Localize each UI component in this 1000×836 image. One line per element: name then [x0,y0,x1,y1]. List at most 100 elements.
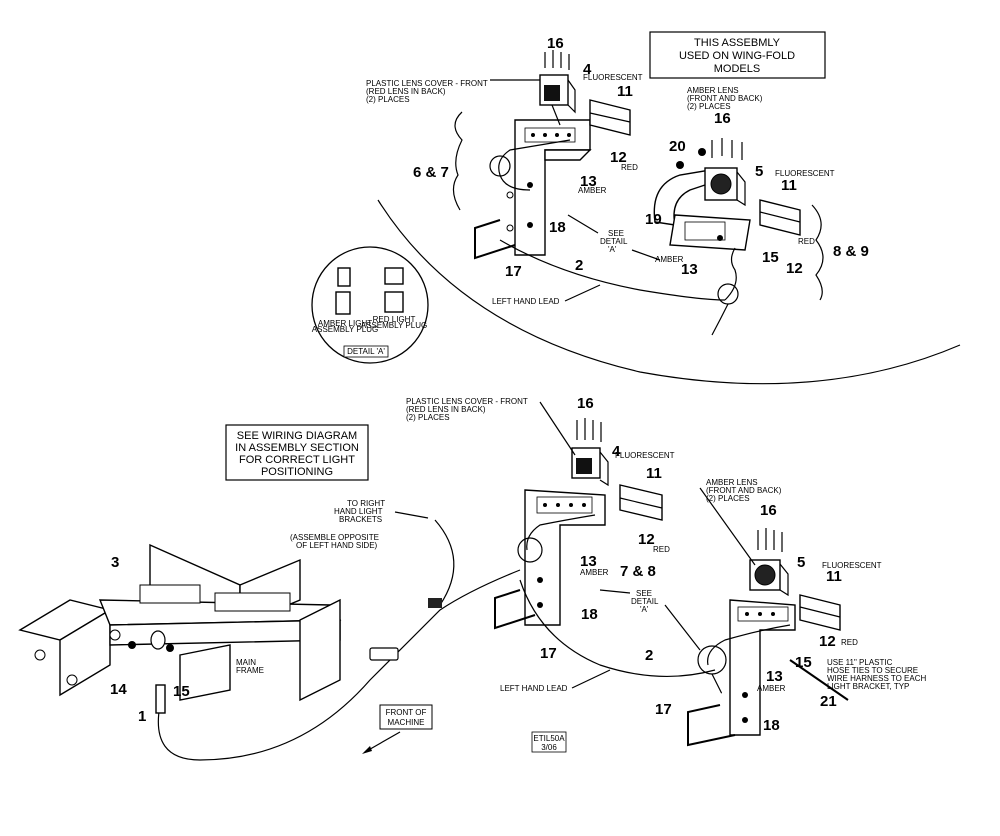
top-red-1: RED [621,163,638,172]
bottom-plastic-lens-line1: PLASTIC LENS COVER - FRONT [406,397,528,406]
hose-ties-line2: HOSE TIES TO SECURE [827,666,918,675]
u-bolt-17-top [474,219,516,260]
bottom-callout-3: 3 [111,554,119,571]
detail-a-callout-top-left [489,155,511,177]
u-bolt-17-bottom-left [494,589,536,630]
bottom-see-detail-1: SEE [636,589,652,598]
top-amber-lens-line2: (FRONT AND BACK) [687,94,763,103]
top-plastic-lens-line1: PLASTIC LENS COVER - FRONT [366,79,488,88]
left-hand-lead-top [499,239,726,301]
wiring-note-line2: IN ASSEMBLY SECTION [235,442,359,454]
bottom-callout-12b: 12 [819,633,836,650]
bottom-callout-18a: 18 [581,606,598,623]
bottom-amber-lens-line2: (FRONT AND BACK) [706,486,782,495]
drawing-id-date: 3/06 [541,743,557,752]
top-callout-13a: 13 [580,173,597,190]
bottom-callout-2: 2 [645,647,653,664]
bottom-harness [155,519,722,761]
top-callout-4: 4 [583,61,592,78]
bottom-left-bracket [494,418,663,630]
top-callout-5: 5 [755,163,763,180]
bottom-callout-11a: 11 [646,465,662,482]
wiring-note: SEE WIRING DIAGRAM IN ASSEMBLY SECTION F… [225,424,369,481]
top-left-hand-lead: LEFT HAND LEAD [492,297,560,306]
leader-left-hand-lead-top [564,284,601,302]
bottom-callout-12a: 12 [638,531,655,548]
detail-a-circle: AMBER LIGHT ASSEMBLY PLUG RED LIGHT ASSE… [311,246,429,364]
red-light-top [539,74,576,126]
bottom-red-2: RED [841,638,858,647]
top-callout-12b: 12 [786,260,803,277]
leader-plastic-lens-bottom [539,401,576,456]
bottom-fluorescent-1: FLUORESCENT [615,451,675,460]
wing-fold-note-line2: USED ON WING-FOLD [679,50,795,62]
to-right-line2: HAND LIGHT [334,507,383,516]
top-callout-19: 19 [645,211,662,228]
top-see-detail-3: 'A' [608,245,617,254]
to-right-line1: TO RIGHT [347,499,385,508]
front-arrow-head [362,746,372,754]
hose-ties-line3: WIRE HARNESS TO EACH [827,674,927,683]
bottom-see-detail-3: 'A' [640,605,649,614]
bottom-amber-2: AMBER [757,684,786,693]
hose-tie-21 [789,659,849,701]
bottom-plastic-lens-line2: (RED LENS IN BACK) [406,405,486,414]
front-note-line1: FRONT OF [386,708,427,717]
top-callout-12a: 12 [610,149,627,166]
amber-light-top [704,167,746,207]
detail-a-callout-top-right [717,283,739,305]
bottom-see-detail-2: DETAIL [631,597,659,606]
detail-amber-plug-line1: AMBER LIGHT [318,319,372,328]
bottom-callout-15b: 15 [173,683,190,700]
top-callout-11b: 11 [781,177,797,194]
bottom-callout-18b: 18 [763,717,780,734]
screws-16-top-right [711,138,743,160]
leader-to-right [394,511,429,519]
to-right-line5: OF LEFT HAND SIDE) [296,541,378,550]
wing-fold-note: THIS ASSEBMLY USED ON WING-FOLD MODELS [649,31,826,79]
bottom-callout-15: 15 [795,654,812,671]
top-callout-16b: 16 [714,110,731,127]
bottom-callout-13b: 13 [766,668,783,685]
top-amber-lens-line3: (2) PLACES [687,102,731,111]
front-of-machine-note: FRONT OF MACHINE [362,704,433,754]
u-bolt-17-bottom-right [687,704,736,747]
harness-top-left [498,139,571,191]
leader-see-detail-top [567,214,661,261]
top-labels: PLASTIC LENS COVER - FRONT (RED LENS IN … [366,35,869,306]
detail-red-plug-line1: RED LIGHT [373,315,416,324]
top-amber-lens-line1: AMBER LENS [687,86,739,95]
bottom-callout-5: 5 [797,554,805,571]
bottom-callout-7-8: 7 & 8 [620,563,656,580]
detail-amber-plug-line2: ASSEMBLY PLUG [312,325,378,334]
wing-fold-note-line1: THIS ASSEBMLY [694,37,781,49]
lead-tail-top [711,303,729,336]
bottom-labels: PLASTIC LENS COVER - FRONT (RED LENS IN … [110,395,927,734]
drawing-id: ETIL50A 3/06 [531,731,567,753]
top-fluorescent-2: FLUORESCENT [775,169,835,178]
main-frame-line1: MAIN [236,658,256,667]
screws-16-bottom-left [576,418,602,442]
top-see-detail-1: SEE [608,229,624,238]
bottom-right-bracket [687,528,849,747]
screws-16-bottom-right [757,528,783,552]
bottom-callout-4: 4 [612,443,621,460]
harness-bottom-left [526,514,596,551]
screws-16-top-left [544,50,570,70]
lead-to-amber-top [724,247,737,301]
top-fluorescent-1: FLUORESCENT [583,73,643,82]
wiring-note-line1: SEE WIRING DIAGRAM [237,430,357,442]
top-callout-20: 20 [669,138,686,155]
harness-plug [428,598,442,608]
top-amber-2: AMBER [655,255,684,264]
leader-see-detail-bottom [599,589,701,651]
top-callout-13b: 13 [681,261,698,278]
bottom-red-1: RED [653,545,670,554]
plug-1 [155,684,166,714]
to-right-line4: (ASSEMBLE OPPOSITE [290,533,379,542]
detail-a-callout-bottom-left [517,537,543,563]
bottom-left-hand-lead: LEFT HAND LEAD [500,684,568,693]
top-callout-6-7: 6 & 7 [413,164,449,181]
main-frame-line2: FRAME [236,666,264,675]
hose-ties-line4: LIGHT BRACKET, TYP [827,682,909,691]
